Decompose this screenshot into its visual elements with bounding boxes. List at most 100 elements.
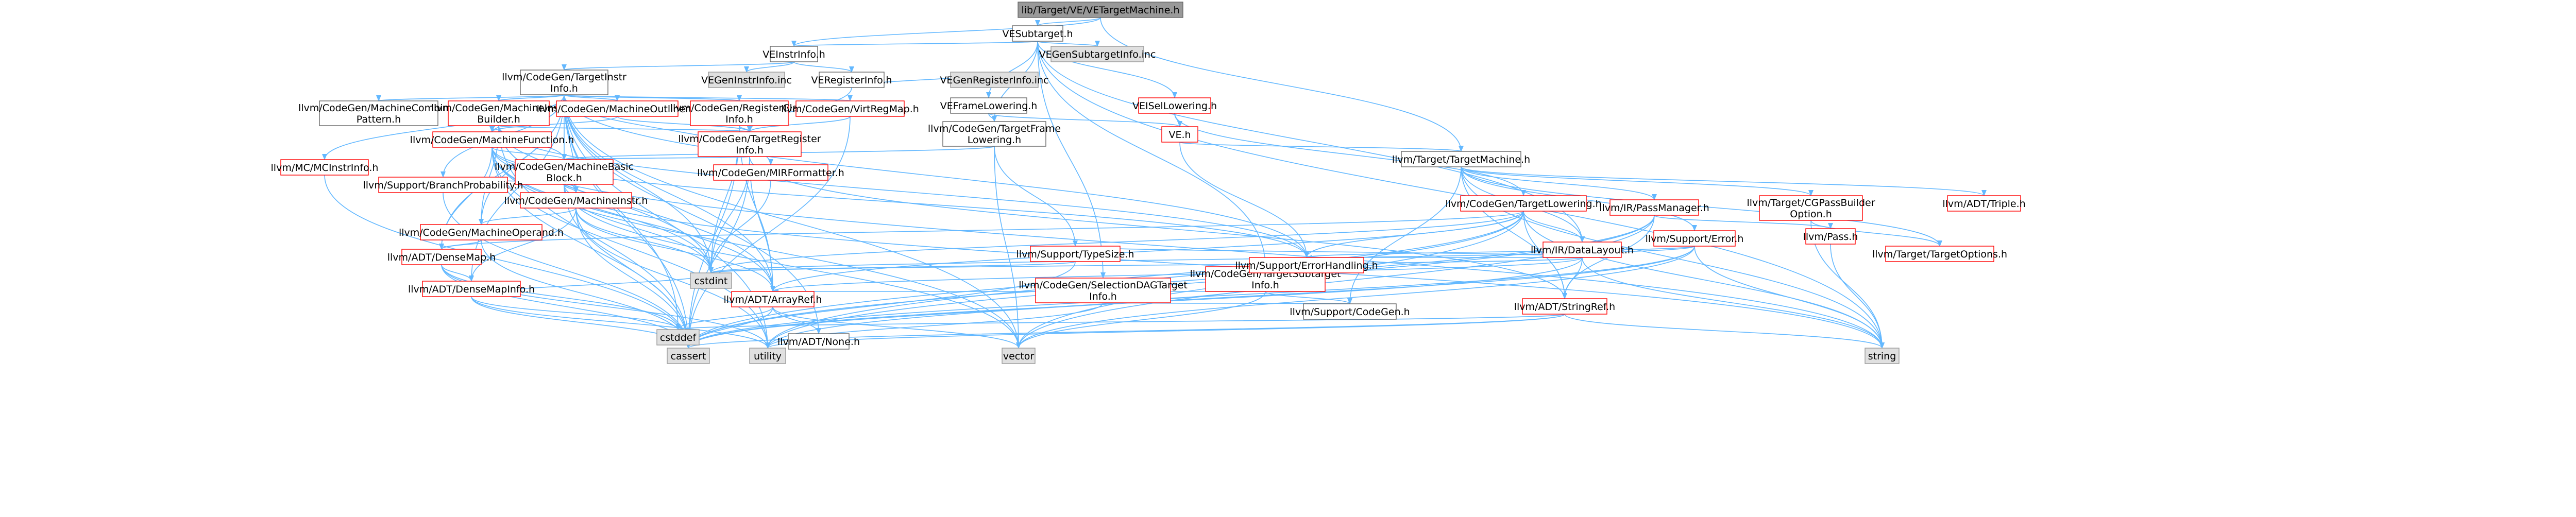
node-box [1303,303,1397,320]
node-mcinstrinfo[interactable]: llvm/MC/MCInstrInfo.h [271,159,379,176]
node-outliner[interactable]: llvm/CodeGen/MachineOutliner.h [537,100,698,117]
node-datalayout[interactable]: llvm/IR/DataLayout.h [1531,242,1634,258]
edge-machinefunction-to-utility [492,147,770,349]
node-label: VERegisterInfo.h [811,75,892,86]
node-none[interactable]: llvm/ADT/None.h [777,333,860,350]
node-label: llvm/CodeGen/MachineBasic [495,161,634,173]
node-ve[interactable]: VE.h [1161,126,1198,143]
node-veinstrinfo[interactable]: VEInstrInfo.h [762,46,825,62]
edge-targetreginfo-to-mbb [562,153,750,160]
node-label: llvm/CodeGen/MachineInstr [431,102,567,114]
node-box [448,100,550,126]
node-label: llvm/CodeGen/SelectionDAGTarget [1019,280,1188,291]
node-veregisterinfo[interactable]: VERegisterInfo.h [811,72,892,88]
edge-error-to-cstdint [708,246,1695,273]
edge-vesubtarget-to-datalayout [1037,41,1585,243]
node-virtregmap[interactable]: llvm/CodeGen/VirtRegMap.h [781,100,919,117]
edge-densemapinfo-to-cassert [471,296,691,349]
node-passmanager[interactable]: llvm/IR/PassManager.h [1599,199,1709,216]
edge-targetinstrinfo-to-mibuilder [496,94,565,101]
node-label: Info.h [725,114,753,125]
node-box [520,192,632,209]
node-box [1050,46,1144,62]
node-cstddef: cstddef [656,329,700,346]
node-box [1035,278,1171,303]
edge-targetmachine-to-passmanager [1461,166,1657,200]
node-machinefunction[interactable]: llvm/CodeGen/MachineFunction.h [410,131,574,148]
node-stringref[interactable]: llvm/ADT/StringRef.h [1514,298,1615,315]
node-cstdint: cstdint [690,272,732,289]
edge-ve-to-targetmachine [1179,142,1464,152]
node-box [1161,126,1198,143]
edge-vesubtarget-to-veinstrinfo [792,40,1038,47]
edge-mbb-to-vector [564,184,1021,349]
node-targetoptions[interactable]: llvm/Target/TargetOptions.h [1872,246,2007,262]
node-box [515,159,614,185]
node-box [770,46,818,62]
node-error[interactable]: llvm/Support/Error.h [1646,230,1744,247]
edge-targetinstrinfo-to-outliner [564,94,620,101]
edge-cgpassbuilder-to-targetoptions [1810,220,1942,247]
node-box [280,159,369,176]
node-mirformatter[interactable]: llvm/CodeGen/MIRFormatter.h [697,164,844,181]
edge-stringref-to-utility [765,314,1565,349]
node-box [788,333,850,350]
node-root[interactable]: lib/Target/VE/VETargetMachine.h [1018,2,1183,18]
node-arrayref[interactable]: llvm/ADT/ArrayRef.h [724,291,822,307]
node-veframelowering[interactable]: VEFrameLowering.h [940,97,1038,114]
node-box [819,72,885,88]
node-targetlowering[interactable]: llvm/CodeGen/TargetLowering.h [1445,195,1602,212]
node-targetmachine[interactable]: llvm/Target/TargetMachine.h [1392,151,1530,167]
edge-error-to-vector [1016,246,1695,349]
node-label: llvm/Support/BranchProbability.h [363,180,523,191]
edge-veinstrinfo-to-veregisterinfo [793,61,854,73]
node-box [1543,242,1622,258]
node-label: llvm/CodeGen/TargetInstr [502,72,626,83]
edge-targetmachine-to-triple [1461,166,1987,196]
node-densemap[interactable]: llvm/ADT/DenseMap.h [387,249,496,265]
node-pass[interactable]: llvm/Pass.h [1803,228,1858,245]
edge-outliner-to-targetreginfo [617,116,752,132]
node-errorhandling[interactable]: llvm/Support/ErrorHandling.h [1235,257,1378,273]
edge-machineinstr-to-utility [575,208,770,349]
node-label: VESubtarget.h [1002,28,1073,40]
node-label: llvm/Support/TypeSize.h [1016,249,1134,260]
node-densemapinfo[interactable]: llvm/ADT/DenseMapInfo.h [408,281,535,297]
node-box [401,249,482,265]
node-label: llvm/Target/TargetMachine.h [1392,154,1530,165]
node-box [319,100,438,126]
node-box [942,121,1046,147]
node-box [950,72,1039,88]
node-branchprob[interactable]: llvm/Support/BranchProbability.h [363,177,523,193]
edge-targetsubtargetinfo-to-codegen [1265,291,1352,304]
edge-vesubtarget-to-veisellowering [1037,41,1177,98]
node-box [1759,195,1863,221]
node-label: llvm/Pass.h [1803,231,1858,243]
edge-targetinstrinfo-to-errorhandling [564,94,1309,258]
edge-machinefunction-to-vector [492,147,1021,349]
node-machineoperand[interactable]: llvm/CodeGen/MachineOperand.h [399,224,564,240]
node-veisellowering[interactable]: VEISelLowering.h [1132,97,1217,114]
node-label: VEInstrInfo.h [762,49,825,60]
node-box [708,72,785,88]
edge-targetmachine-to-cgpassbuilder [1461,166,1814,196]
node-typesize[interactable]: llvm/Support/TypeSize.h [1016,246,1134,262]
node-vesubtarget[interactable]: VESubtarget.h [1002,25,1073,42]
node-triple[interactable]: llvm/ADT/Triple.h [1942,195,2026,212]
node-label: llvm/CodeGen/MIRFormatter.h [697,167,844,179]
node-box [698,131,802,157]
node-label: llvm/ADT/Triple.h [1942,198,2025,210]
edge-machineinstr-to-densemapinfo [469,208,577,282]
node-machineinstr[interactable]: llvm/CodeGen/MachineInstr.h [504,192,648,209]
node-codegen[interactable]: llvm/Support/CodeGen.h [1290,303,1410,320]
edge-mbb-to-cassert [564,184,691,349]
